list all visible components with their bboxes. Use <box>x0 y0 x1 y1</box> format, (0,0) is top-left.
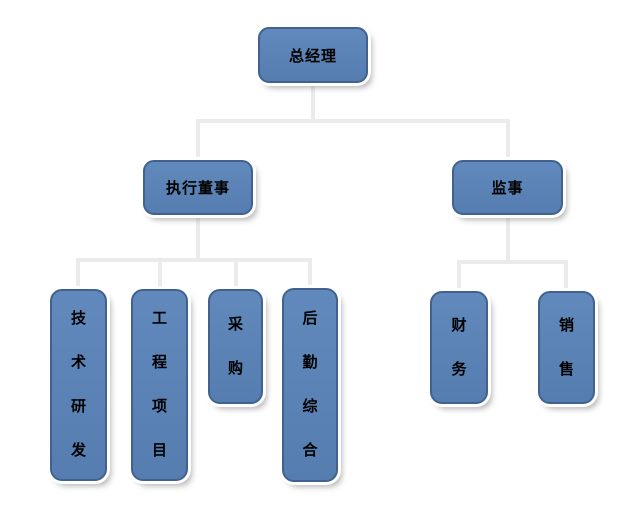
org-node-logistics-general[interactable]: 后 勤 综 合 <box>282 288 338 482</box>
connector-sup-down <box>506 215 510 264</box>
connector-gm-down <box>311 83 315 123</box>
connector-sales-up <box>564 260 568 291</box>
connector-level1-hbar <box>196 119 510 123</box>
org-node-label: 销 售 <box>558 316 574 378</box>
org-node-procurement[interactable]: 采 购 <box>208 289 263 404</box>
connector-sup-up <box>506 119 510 160</box>
org-node-supervisor[interactable]: 监事 <box>452 160 563 215</box>
connector-exec-up <box>196 119 200 160</box>
org-node-tech-rd[interactable]: 技 术 研 发 <box>50 289 107 481</box>
org-node-engineering-project[interactable]: 工 程 项 目 <box>131 289 188 481</box>
org-node-general-manager[interactable]: 总经理 <box>258 27 368 83</box>
org-node-label: 采 购 <box>227 315 243 377</box>
connector-exec-hbar <box>76 258 312 262</box>
connector-logistics-up <box>308 258 312 289</box>
org-node-label: 监事 <box>491 180 524 197</box>
org-node-finance[interactable]: 财 务 <box>430 291 488 404</box>
org-node-sales[interactable]: 销 售 <box>538 291 595 404</box>
connector-tech-up <box>76 258 80 289</box>
connector-exec-down <box>196 215 200 262</box>
connector-finance-up <box>457 260 461 291</box>
connector-sup-hbar <box>457 260 568 264</box>
connector-procurement-up <box>234 258 238 289</box>
org-node-label: 总经理 <box>288 47 337 65</box>
connector-project-up <box>158 258 162 289</box>
org-node-label: 技 术 研 发 <box>70 310 86 459</box>
org-node-label: 财 务 <box>451 316 467 378</box>
org-node-executive-director[interactable]: 执行董事 <box>143 160 253 215</box>
org-node-label: 后 勤 综 合 <box>302 310 318 459</box>
org-node-label: 执行董事 <box>165 180 230 197</box>
org-node-label: 工 程 项 目 <box>151 310 167 459</box>
